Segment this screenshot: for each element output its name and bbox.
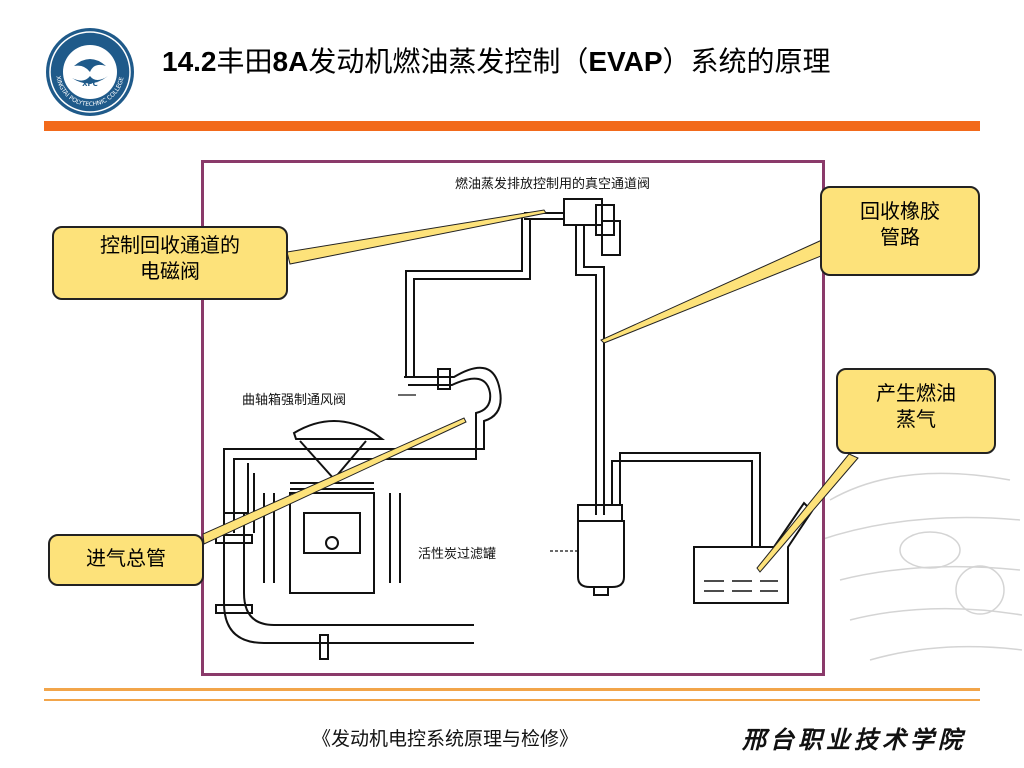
footer-divider-top (44, 688, 980, 691)
solenoid-valve-callout: 控制回收通道的 电磁阀 (52, 226, 288, 300)
evap-system-diagram: 燃油蒸发排放控制用的真空通道阀 曲轴箱强制通风阀 活性炭过滤罐 (201, 160, 825, 676)
header-accent-bar (44, 121, 980, 131)
rubber-hose-callout: 回收橡胶 管路 (820, 186, 980, 276)
vacuum-valve-label: 燃油蒸发排放控制用的真空通道阀 (455, 177, 651, 192)
footer-school-name: 邢台职业技术学院 (742, 725, 966, 754)
footer-divider-bottom (44, 699, 980, 701)
evap-schematic (215, 198, 814, 660)
logo-text: XPC (82, 80, 98, 88)
fuel-tank (693, 501, 814, 604)
fuel-vapor-callout: 产生燃油 蒸气 (836, 368, 996, 454)
car-sketch-background (819, 472, 1023, 661)
cylinder (289, 492, 375, 594)
college-logo-icon: XPC XINGTAI POLYTECHNIC COLLEGE (46, 28, 134, 116)
title-text-2: 发动机燃油蒸发控制（ (308, 45, 589, 78)
title-text-3: ）系统的原理 (662, 45, 831, 78)
title-text-1: 丰田 (216, 45, 273, 78)
pcv-valve-label: 曲轴箱强制通风阀 (242, 393, 347, 408)
throttle-body (292, 420, 385, 440)
canister-label: 活性炭过滤罐 (418, 547, 497, 562)
title-evap: EVAP (588, 46, 663, 77)
title-engine-code: 8A (272, 46, 309, 77)
footer-book-title: 《发动机电控系统原理与检修》 (312, 728, 579, 750)
page-title: 14.2丰田8A发动机燃油蒸发控制（EVAP）系统的原理 (162, 40, 831, 80)
intake-manifold-callout: 进气总管 (48, 534, 204, 586)
carbon-canister (577, 520, 625, 588)
title-number: 14.2 (162, 46, 217, 77)
